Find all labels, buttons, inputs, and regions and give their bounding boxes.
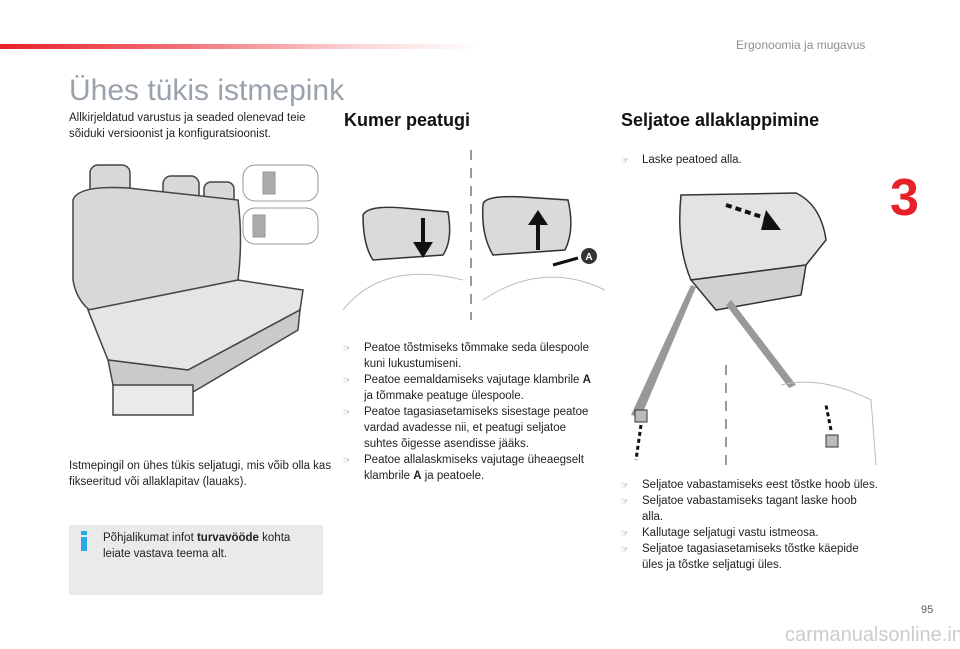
- page-title: Ühes tükis istmepink: [69, 74, 345, 107]
- list-item: ☞Seljatoe vabastamiseks eest tõstke hoob…: [621, 479, 878, 491]
- bullet-icon: ☞: [343, 455, 352, 465]
- list-item: ☞Peatoe allalaskmiseks vajutage üheaegse…: [343, 454, 584, 482]
- bullet-icon: ☞: [621, 544, 630, 554]
- chapter-number: 3: [890, 169, 919, 227]
- intro-text: Allkirjeldatud varustus ja seaded olenev…: [69, 112, 306, 140]
- headrest-illustration: A: [343, 150, 605, 320]
- bullet-icon: ☞: [343, 375, 352, 385]
- kumer-instructions: ☞Peatoe tõstmiseks tõmmake seda ülespool…: [343, 340, 603, 484]
- info-box: Põhjalikumat infot turvavööde kohta leia…: [69, 525, 323, 595]
- bullet-icon: ☞: [343, 343, 352, 353]
- bullet-icon: ☞: [621, 496, 630, 506]
- list-item: ☞Peatoe eemaldamiseks vajutage klambrile…: [343, 374, 591, 402]
- list-item: ☞Seljatoe vabastamiseks tagant laske hoo…: [621, 495, 857, 523]
- bullet-icon: ☞: [343, 407, 352, 417]
- section-title: Ergonoomia ja mugavus: [736, 38, 866, 52]
- header-accent-bar: [0, 44, 480, 49]
- bullet-icon: ☞: [621, 528, 630, 538]
- list-item: ☞Peatoe tõstmiseks tõmmake seda ülespool…: [343, 342, 590, 370]
- list-item: ☞Seljatoe tagasiasetamiseks tõstke käepi…: [621, 543, 859, 571]
- list-item: ☞Laske peatoed alla.: [621, 154, 742, 166]
- heading-kumer-peatugi: Kumer peatugi: [344, 110, 471, 130]
- seljatoe-step-headrests: ☞Laske peatoed alla.: [621, 152, 881, 168]
- bench-description: Istmepingil on ühes tükis seljatugi, mis…: [69, 460, 332, 488]
- label-a: A: [585, 252, 592, 263]
- watermark: carmanualsonline.info: [785, 624, 960, 646]
- info-text: Põhjalikumat infot turvavööde kohta leia…: [103, 532, 291, 560]
- info-icon: [81, 531, 87, 551]
- seljatoe-instructions: ☞Seljatoe vabastamiseks eest tõstke hoob…: [621, 477, 881, 573]
- list-item: ☞Peatoe tagasiasetamiseks sisestage peat…: [343, 406, 589, 450]
- page-number: 95: [921, 604, 934, 616]
- list-item: ☞Kallutage seljatugi vastu istmeosa.: [621, 527, 819, 539]
- bullet-icon: ☞: [621, 155, 630, 165]
- heading-seljatoe-allaklappimine: Seljatoe allaklappimine: [621, 110, 820, 130]
- folding-seat-illustration: [631, 192, 877, 470]
- bullet-icon: ☞: [621, 480, 630, 490]
- bench-seat-illustration: [72, 164, 319, 416]
